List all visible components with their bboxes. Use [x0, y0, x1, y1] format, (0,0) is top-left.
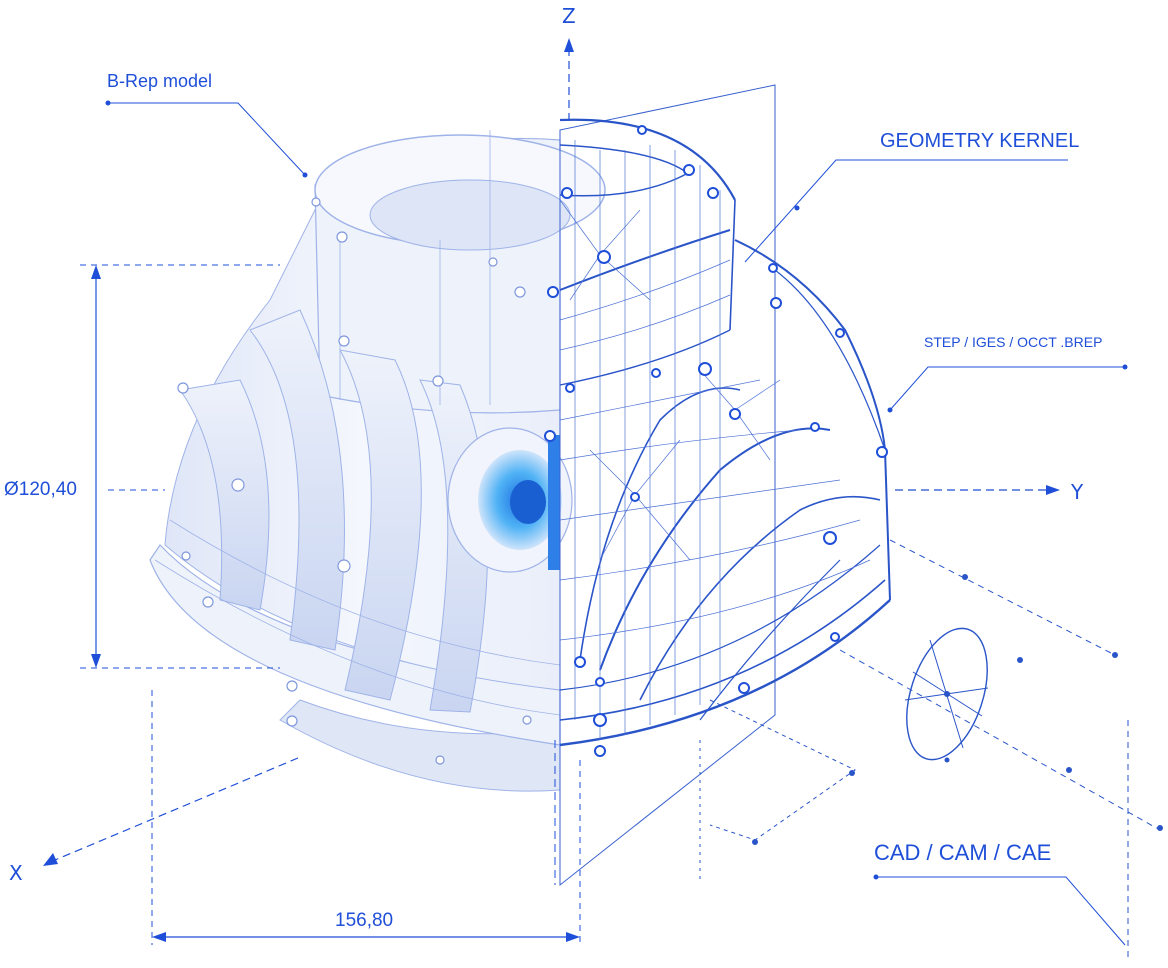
z-axis-arrow	[564, 38, 574, 52]
x-axis-label: X	[9, 861, 23, 885]
z-axis-label: Z	[562, 4, 576, 28]
formats-callout: STEP / IGES / OCCT .BREP	[924, 334, 1103, 350]
dimension-lines	[80, 264, 581, 945]
wireframe-half	[544, 84, 891, 887]
coordinate-axes	[43, 38, 1060, 885]
kernel-callout: GEOMETRY KERNEL	[880, 130, 1080, 152]
exploded-parts	[699, 539, 1163, 960]
diameter-dimension: Ø120,40	[4, 479, 77, 500]
applications-leader	[873, 874, 1126, 946]
brep-leader	[105, 100, 308, 178]
width-dimension: 156,80	[335, 910, 394, 931]
y-axis-label: Y	[1071, 480, 1084, 504]
applications-callout: CAD / CAM / CAE	[874, 840, 1052, 865]
y-axis-arrow	[1046, 485, 1060, 495]
brep-callout: B-Rep model	[107, 71, 213, 91]
callout-leaders	[105, 100, 1128, 946]
x-axis-arrow	[43, 853, 58, 866]
x-axis-line	[54, 757, 299, 861]
kernel-leader	[744, 159, 1068, 263]
formats-leader	[887, 364, 1128, 413]
solid-half	[149, 130, 606, 792]
